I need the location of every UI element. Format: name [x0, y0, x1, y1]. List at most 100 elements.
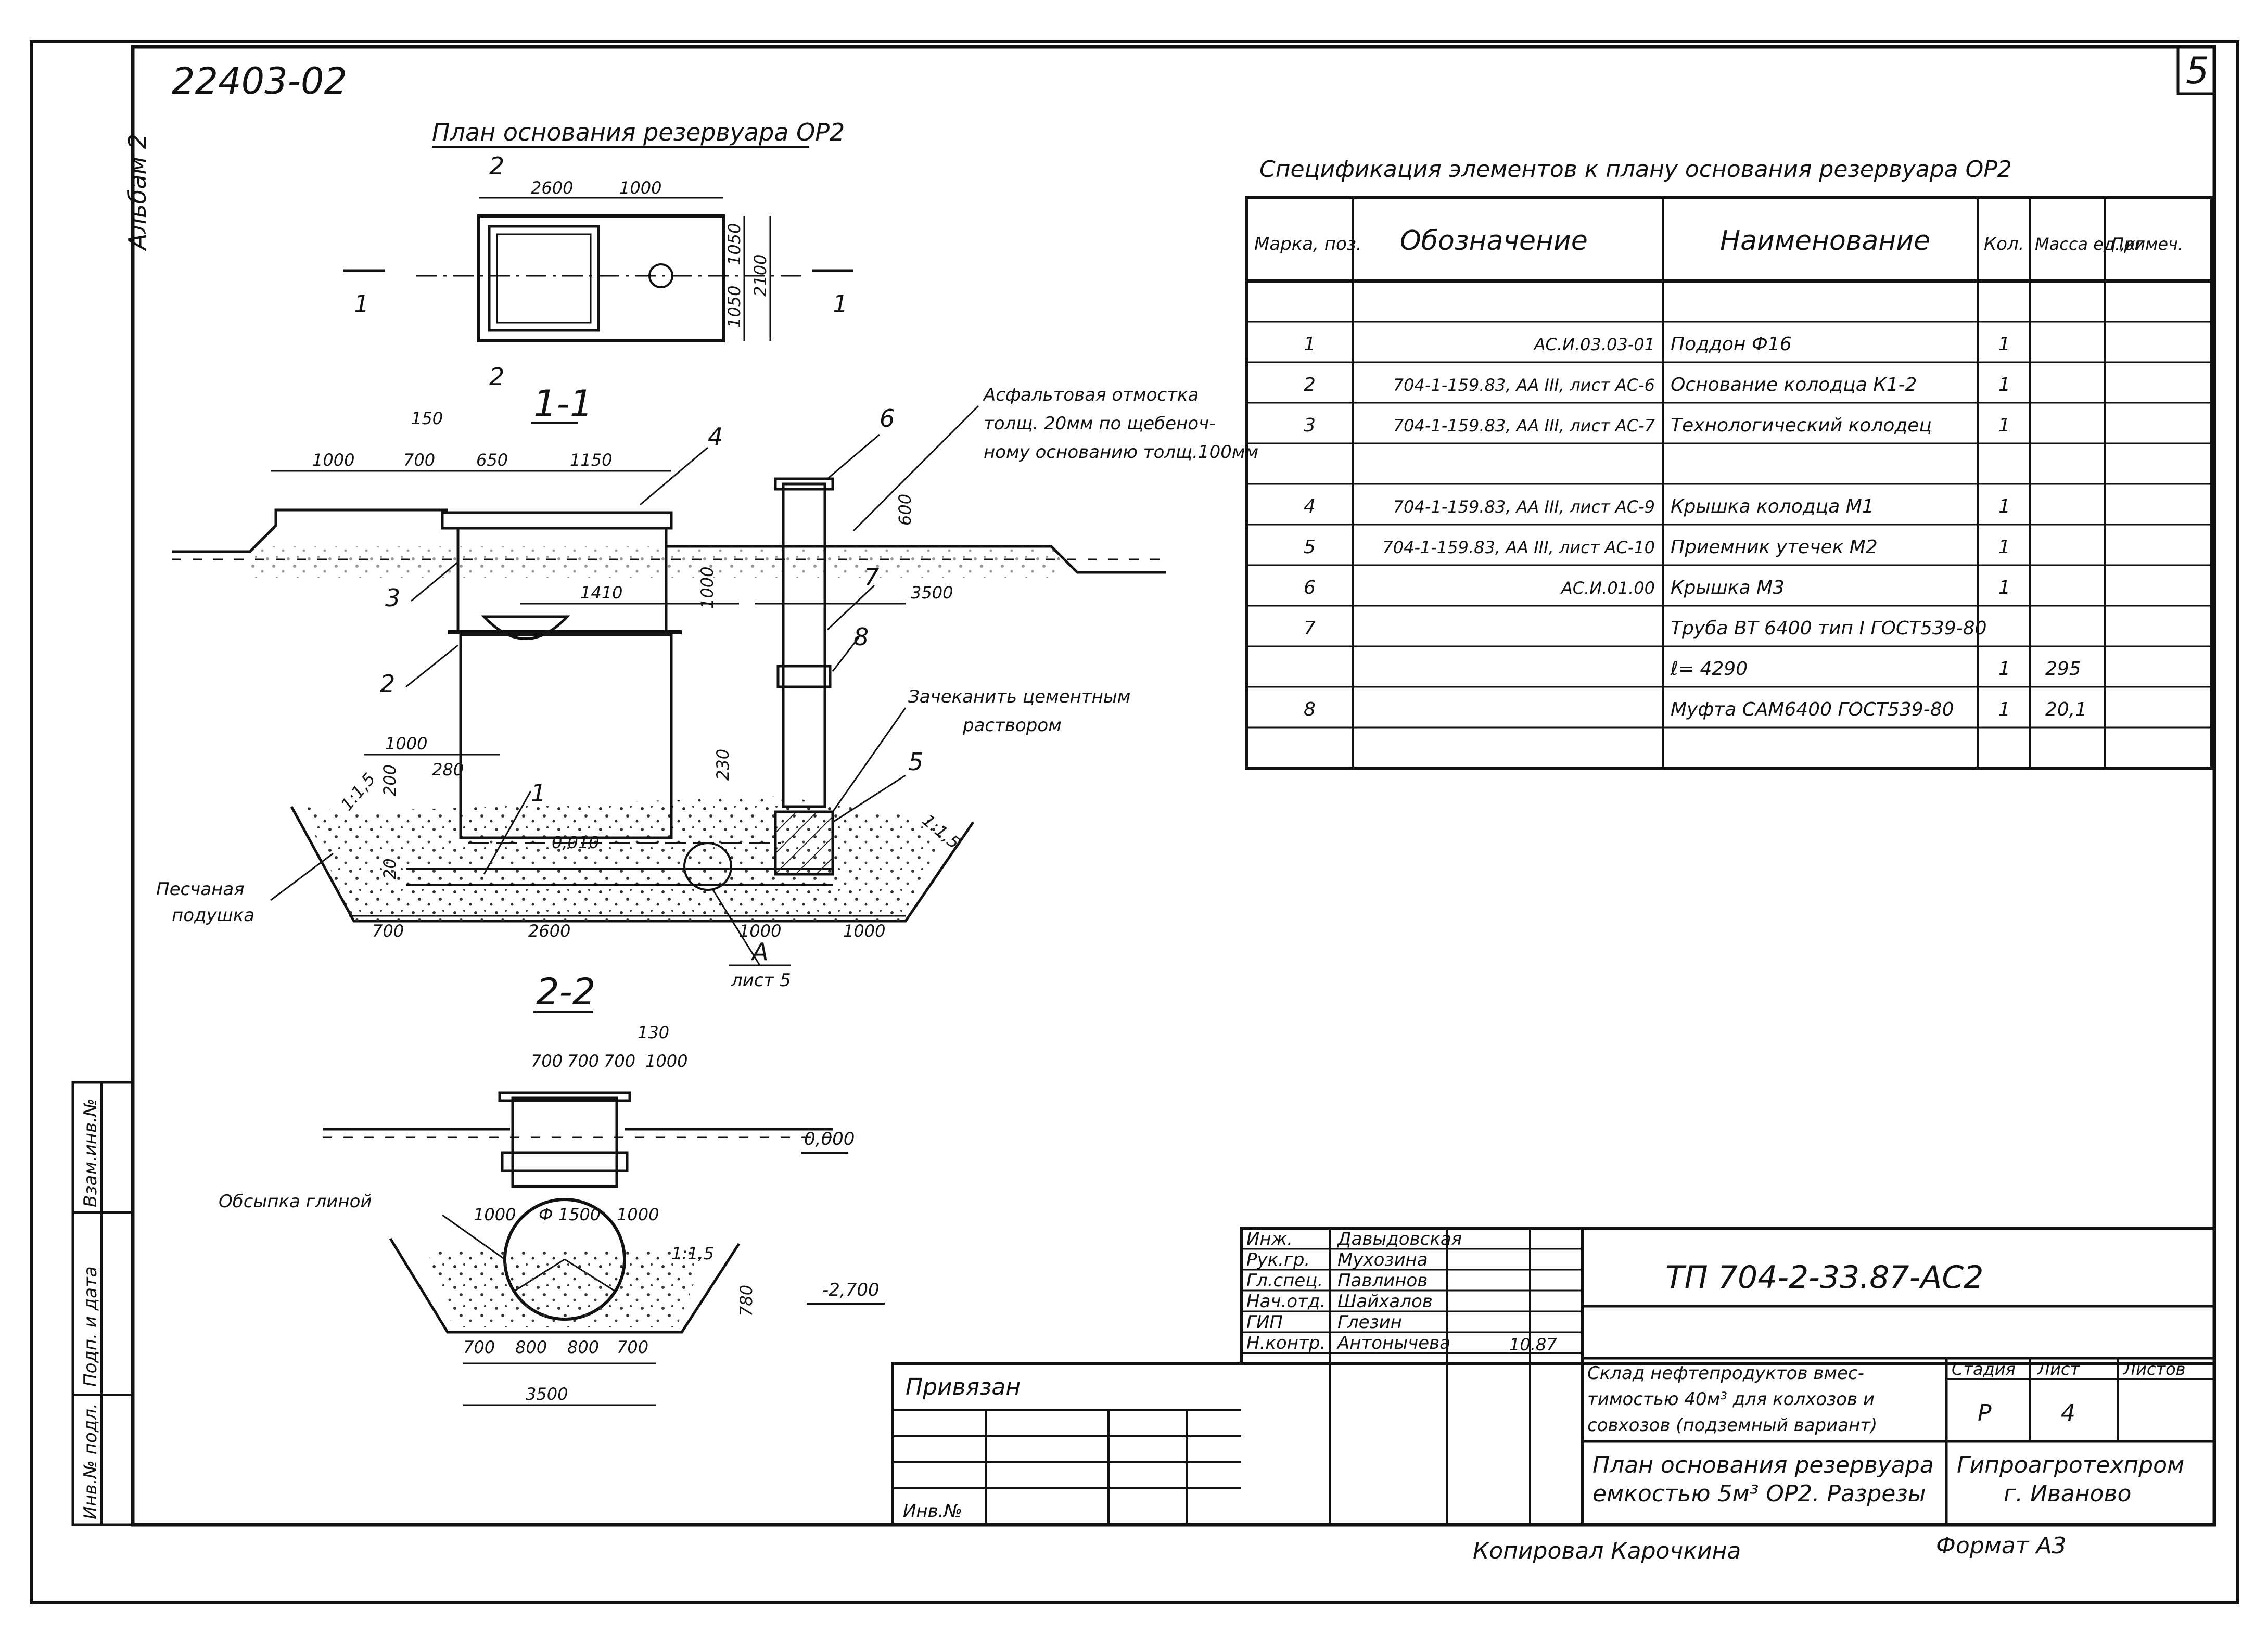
section-1-1: 1-1 150 1000 700 650 1150 600	[156, 382, 1258, 991]
s11-dim-3500: 3500	[911, 583, 953, 603]
s11-dim-2600: 2600	[528, 921, 570, 941]
stamp-sign-label: Подп. и дата	[80, 1266, 101, 1387]
drawing-title-1: План основания резервуара	[1592, 1452, 1934, 1478]
plan-section-2-bottom: 2	[489, 363, 504, 391]
s11-dim-1000b: 1000	[385, 734, 427, 754]
object-name-2: тимостью 40м³ для колхозов и	[1587, 1389, 1875, 1410]
tb-person: Давыдовская	[1336, 1229, 1462, 1249]
spec-cell-qty: 1	[1998, 577, 2010, 598]
album-label: Альбам 2	[123, 134, 151, 251]
tb-person: Мухозина	[1337, 1249, 1428, 1270]
asphalt-note-1: Асфальтовая отмостка	[983, 385, 1199, 405]
plan-dim-2100: 2100	[750, 254, 770, 297]
object-name-3: совхозов (подземный вариант)	[1587, 1415, 1877, 1436]
tb-role: Н.контр.	[1246, 1333, 1326, 1354]
s11-dim-230: 230	[713, 749, 733, 781]
spec-title: Спецификация элементов к плану основания…	[1259, 156, 2012, 183]
spec-cell-name: Поддон Ф16	[1671, 334, 1792, 355]
s11-dim-1000c: 1000	[739, 921, 781, 941]
date-mark: 10.87	[1509, 1335, 1557, 1355]
s11-dim-280: 280	[432, 760, 464, 780]
asphalt-note-3: ному основанию толщ.100мм	[984, 442, 1258, 463]
spec-table: Спецификация элементов к плану основания…	[1245, 156, 2213, 770]
spec-cell-name: Крышка колодца М1	[1671, 496, 1874, 517]
s11-callout-6: 6	[880, 404, 895, 432]
section22-title: 2-2	[536, 971, 595, 1013]
side-stamp: Инв.№ подл. Подп. и дата Взам.инв.№	[71, 1081, 134, 1526]
s22-base-800b: 800	[567, 1337, 599, 1357]
s11-dim-600: 600	[895, 494, 915, 526]
org-city: г. Иваново	[2004, 1480, 2131, 1507]
spec-cell-pos: 8	[1304, 699, 1316, 720]
spec-cell-code: 704-1-159.83, АА III, лист АС-6	[1393, 375, 1655, 395]
tb-role: Нач.отд.	[1246, 1291, 1326, 1312]
spec-cell-qty: 1	[1998, 699, 2010, 720]
s11-dim-1000: 1000	[312, 450, 354, 470]
spec-cell-code: АС.И.03.03-01	[1533, 335, 1655, 354]
s11-slope: 0,010	[552, 833, 600, 852]
tb-role: Инж.	[1246, 1229, 1293, 1249]
privyazan-label: Привязан	[906, 1374, 1021, 1400]
detail-ref-sheet: лист 5	[731, 970, 791, 991]
spec-header-2: Наименование	[1720, 225, 1930, 257]
plan-section-1-right: 1	[833, 290, 848, 318]
cement-note-2: раствором	[962, 715, 1062, 736]
tb-person: Шайхалов	[1337, 1291, 1433, 1312]
s11-slope-left: 1:1,5	[337, 769, 379, 814]
sand-note-1: Песчаная	[156, 879, 245, 900]
spec-cell-name: Крышка М3	[1671, 577, 1785, 598]
s22-base-700: 700	[463, 1337, 495, 1357]
s11-dim-650: 650	[476, 450, 508, 470]
s11-dim-20: 20	[380, 858, 400, 879]
tb-person: Павлинов	[1337, 1270, 1428, 1291]
spec-header-3: Кол.	[1984, 234, 2024, 254]
spec-cell-name: Муфта САМ6400 ГОСТ539-80	[1671, 699, 1954, 720]
level-top: 0,000	[804, 1129, 855, 1150]
tb-person: Глезин	[1337, 1312, 1402, 1333]
section11-title: 1-1	[533, 382, 593, 425]
project-code: ТП 704-2-33.87-АС2	[1665, 1259, 1983, 1296]
section-2-2: 2-2 130 700 700 700 1000 Ф 1500 1000 100…	[219, 971, 885, 1406]
s22-base-700b: 700	[617, 1337, 648, 1357]
spec-cell-pos: 4	[1304, 496, 1316, 517]
cement-note-1: Зачеканить цементным	[908, 686, 1130, 707]
spec-cell-pos: 1	[1304, 334, 1316, 355]
spec-cell-pos: 7	[1304, 618, 1316, 639]
spec-cell-mass: 295	[2045, 658, 2081, 680]
s11-dim-700b: 700	[372, 921, 404, 941]
sheet-corner-number: 5	[2186, 49, 2209, 92]
s11-dim-1000v: 1000	[697, 567, 717, 609]
sheet-number-box	[2176, 45, 2216, 95]
s11-dim-200: 200	[380, 764, 400, 796]
stage-value: Р	[1978, 1400, 1992, 1426]
sheets-header: Листов	[2123, 1359, 2186, 1379]
tb-person: Антонычева	[1336, 1333, 1450, 1354]
tb-role: Рук.гр.	[1246, 1249, 1310, 1270]
inv-no-label: Инв.№	[903, 1501, 962, 1522]
object-name-1: Склад нефтепродуктов вмес-	[1587, 1363, 1864, 1384]
spec-cell-mass: 20,1	[2045, 699, 2087, 720]
format-label: Формат А3	[1936, 1533, 2067, 1559]
stamp-inv-label: Инв.№ подл.	[80, 1403, 101, 1520]
copied-by: Копировал Карочкина	[1473, 1538, 1741, 1564]
spec-cell-name: Приемник утечек М2	[1671, 537, 1878, 558]
tb-role: Гл.спец.	[1246, 1270, 1323, 1291]
spec-cell-qty: 1	[1998, 374, 2010, 395]
s11-callout-3: 3	[385, 584, 400, 612]
spec-cell-pos: 2	[1304, 374, 1316, 395]
s22-dim-1000: 1000	[645, 1051, 687, 1071]
s22-diameter: Ф 1500	[539, 1205, 601, 1224]
plan-dim-2600: 2600	[531, 178, 573, 198]
plan-section-2-top: 2	[489, 152, 504, 180]
tb-role: ГИП	[1246, 1312, 1283, 1333]
plan-dim-1050a: 1050	[724, 223, 744, 265]
s22-dim-1000a: 1000	[474, 1205, 516, 1224]
stamp-replace-label: Взам.инв.№	[80, 1099, 101, 1207]
s22-dim-3500: 3500	[526, 1384, 568, 1404]
s11-callout-2: 2	[380, 670, 395, 698]
s11-dim-1410: 1410	[580, 583, 622, 603]
org-name: Гипроагротехпром	[1957, 1452, 2184, 1478]
plan-title: План основания резервуара ОР2	[432, 118, 845, 146]
drawing-title-2: емкостью 5м³ ОР2. Разрезы	[1592, 1480, 1926, 1507]
